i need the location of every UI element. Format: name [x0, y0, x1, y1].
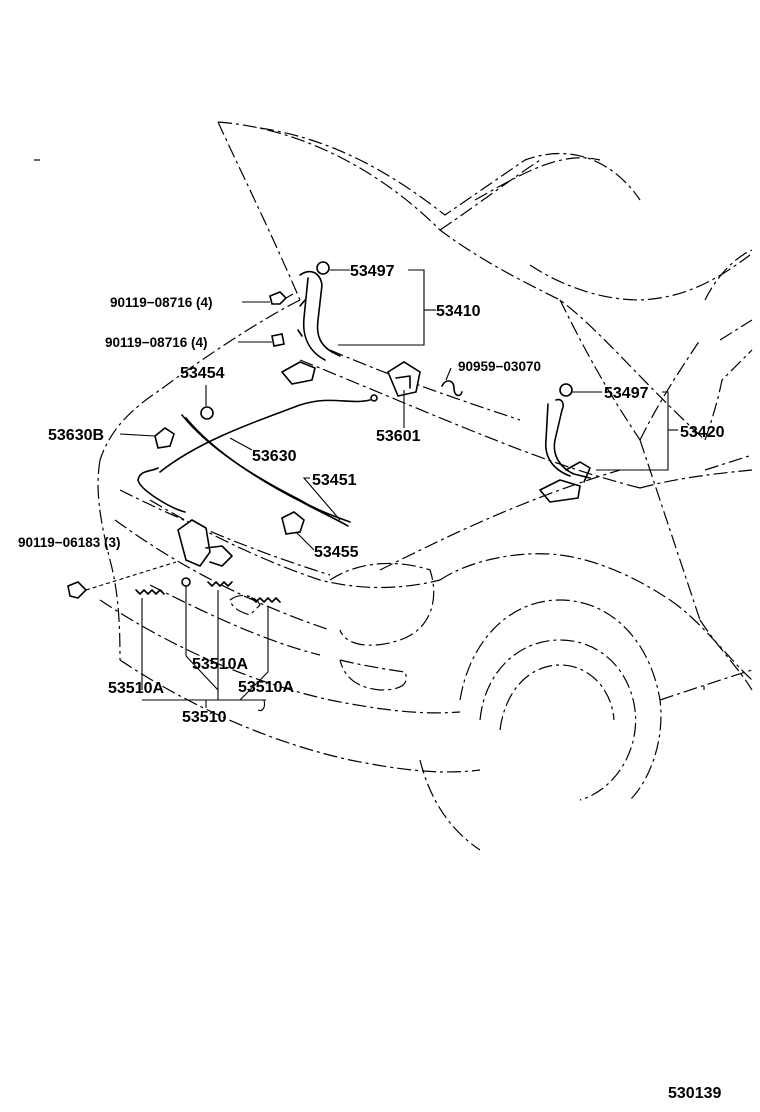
label-53510: 53510 — [182, 709, 227, 726]
label-53510A-mid: 53510A — [192, 656, 248, 673]
part-labels: 53497 53410 90119−08716 (4) 90119−08716 … — [18, 263, 725, 1102]
clip-90959-03070 — [441, 380, 463, 397]
holder-53455 — [281, 511, 305, 535]
label-53630B: 53630B — [48, 427, 104, 444]
support-rod-53451 — [181, 414, 351, 527]
hood-hinge-left — [281, 270, 341, 385]
label-53454: 53454 — [180, 365, 225, 382]
bumper-cushion-53497-right — [559, 383, 573, 397]
label-90119-08716-a: 90119−08716 (4) — [110, 295, 212, 310]
label-53601: 53601 — [376, 428, 421, 445]
diagram-code: 530139 — [668, 1085, 721, 1102]
label-90119-06183: 90119−06183 (3) — [18, 535, 120, 550]
hood-lock-striker-53601 — [387, 361, 421, 397]
label-90119-08716-b: 90119−08716 (4) — [105, 335, 207, 350]
vehicle-body-outline — [97, 121, 753, 851]
label-53451: 53451 — [312, 472, 357, 489]
label-53497-upper: 53497 — [350, 263, 395, 280]
label-53510A-left: 53510A — [108, 680, 164, 697]
label-53510A-right: 53510A — [238, 679, 294, 696]
label-53420: 53420 — [680, 424, 725, 441]
hood-lock-assembly-53510 — [177, 519, 233, 587]
label-53630: 53630 — [252, 448, 297, 465]
hood-hinge-right — [539, 398, 591, 503]
leader-lines — [119, 269, 678, 712]
bolt-90119-06183 — [67, 561, 177, 599]
bolt-90119-08716-b — [271, 333, 285, 347]
label-53455: 53455 — [314, 544, 359, 561]
grommet-53454 — [200, 406, 214, 420]
release-cable-53630 — [137, 394, 378, 513]
label-53410: 53410 — [436, 303, 481, 320]
clamp-53630B — [154, 427, 175, 449]
bumper-cushion-53497-upper — [316, 261, 330, 275]
bolt-90119-08716-a — [269, 291, 294, 305]
label-90959-03070: 90959−03070 — [458, 359, 541, 374]
springs-53510A — [135, 581, 281, 603]
label-53497-right: 53497 — [604, 385, 649, 402]
